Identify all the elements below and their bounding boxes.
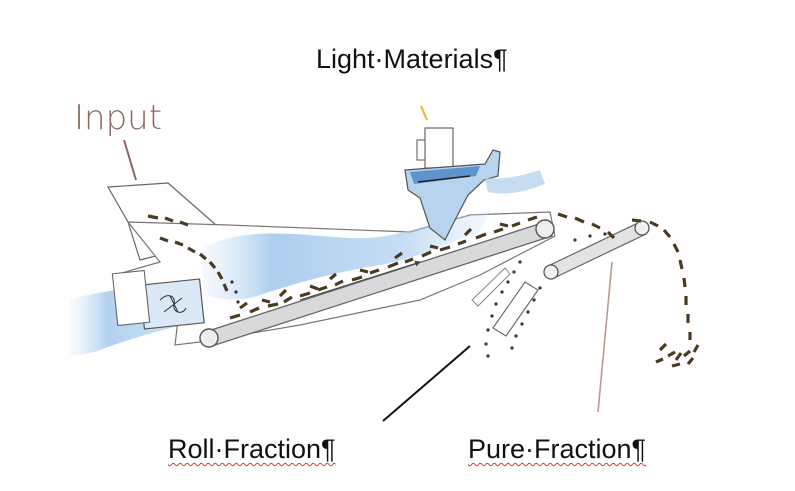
secondary-conveyor [543,220,650,280]
light-materials-outlet [404,127,545,241]
pure-fraction-label: Pure·Fraction¶ [468,434,647,464]
input-leader-line [123,139,137,181]
air-stream [200,210,490,300]
main-conveyor-belt [199,219,555,348]
indicator-tick [420,105,428,121]
fan-housing [111,269,151,327]
particles [147,212,700,368]
light-materials-label: Light·Materials¶ [316,44,508,74]
particle-trajectories [230,232,607,358]
roll-fraction-leader-line [382,345,471,422]
input-label: Input [74,98,163,138]
deflector-chute [471,267,539,337]
pure-fraction-leader-line [597,261,613,413]
fan-icon [159,295,187,313]
roll-fraction-label: Roll·Fraction¶ [168,434,336,464]
